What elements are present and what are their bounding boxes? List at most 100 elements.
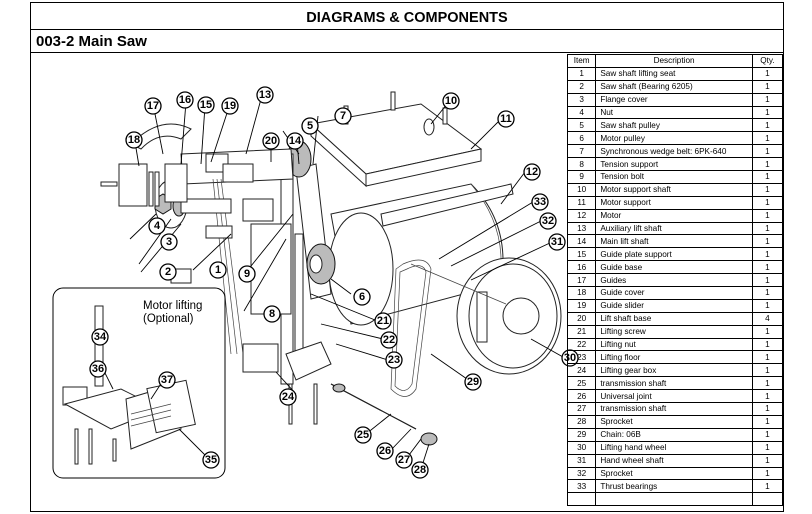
qty-cell: 1 — [751, 324, 784, 339]
callout-1: 1 — [209, 261, 227, 279]
item-cell: 32 — [566, 466, 597, 481]
qty-cell: 1 — [751, 260, 784, 275]
qty-cell: 1 — [751, 350, 784, 365]
svg-text:23: 23 — [388, 354, 400, 366]
item-cell: 31 — [566, 453, 597, 468]
svg-text:31: 31 — [551, 236, 563, 248]
description-cell: Motor pulley — [595, 131, 753, 146]
description-cell: Lifting gear box — [595, 363, 753, 378]
description-cell: Thrust bearings — [595, 479, 753, 494]
callout-8: 8 — [263, 305, 281, 323]
qty-cell: 1 — [751, 208, 784, 223]
item-cell: 24 — [566, 363, 597, 378]
callout-7: 7 — [334, 107, 352, 125]
callout-6: 6 — [353, 288, 371, 306]
qty-cell: 1 — [751, 182, 784, 197]
description-cell: Tension bolt — [595, 170, 753, 184]
description-cell: Lift shaft base — [595, 311, 753, 326]
callout-28: 28 — [411, 461, 429, 479]
description-cell: transmission shaft — [595, 376, 753, 391]
document-frame: DIAGRAMS & COMPONENTS 003-2 Main Saw — [30, 2, 784, 512]
callout-10: 10 — [442, 92, 460, 110]
leader-lines — [98, 98, 564, 470]
callout-20: 20 — [262, 132, 280, 150]
description-cell: Hand wheel shaft — [595, 453, 753, 468]
svg-text:29: 29 — [467, 376, 479, 388]
gearbox-art — [242, 341, 438, 446]
callout-37: 37 — [158, 371, 176, 389]
callout-31: 31 — [548, 233, 566, 251]
item-cell: 6 — [566, 131, 597, 146]
svg-text:6: 6 — [359, 291, 365, 303]
page-title: DIAGRAMS & COMPONENTS — [31, 3, 783, 30]
callout-12: 12 — [523, 163, 541, 181]
callout-15: 15 — [197, 96, 215, 114]
svg-text:9: 9 — [244, 268, 250, 280]
qty-cell: 1 — [751, 466, 784, 481]
hand-wheel-art — [410, 257, 562, 375]
callout-14: 14 — [286, 132, 304, 150]
callout-21: 21 — [374, 312, 392, 330]
qty-cell: 1 — [751, 273, 784, 288]
svg-text:26: 26 — [379, 445, 391, 457]
description-cell: Lifting nut — [595, 337, 753, 352]
description-cell: Sprocket — [595, 414, 753, 429]
item-cell: 18 — [566, 286, 597, 300]
callout-3: 3 — [160, 233, 178, 251]
item-cell: 5 — [566, 118, 597, 133]
item-cell: 23 — [566, 350, 597, 365]
callout-26: 26 — [376, 442, 394, 460]
item-cell: 11 — [566, 195, 597, 210]
callout-19: 19 — [221, 97, 239, 115]
qty-cell: 1 — [751, 389, 784, 404]
qty-cell: 1 — [751, 376, 784, 391]
svg-text:22: 22 — [383, 334, 395, 346]
item-cell: 12 — [566, 208, 597, 223]
description-cell: Guides — [595, 273, 753, 288]
callout-5: 5 — [301, 117, 319, 135]
svg-text:13: 13 — [259, 89, 271, 101]
item-cell: 19 — [566, 298, 597, 313]
svg-text:15: 15 — [200, 99, 212, 111]
qty-cell: 1 — [751, 66, 784, 81]
callout-32: 32 — [539, 212, 557, 230]
description-cell: transmission shaft — [595, 402, 753, 416]
item-cell — [566, 492, 597, 507]
item-cell: 1 — [566, 66, 597, 81]
svg-text:18: 18 — [128, 134, 140, 146]
item-cell: 7 — [566, 144, 597, 159]
description-cell: Universal joint — [595, 389, 753, 404]
item-cell: 10 — [566, 182, 597, 197]
svg-text:21: 21 — [377, 315, 389, 327]
item-cell: 4 — [566, 105, 597, 120]
callout-33: 33 — [531, 193, 549, 211]
callout-11: 11 — [497, 110, 515, 128]
description-cell: Sprocket — [595, 466, 753, 481]
description-cell: Lifting screw — [595, 324, 753, 339]
svg-text:20: 20 — [265, 135, 277, 147]
item-cell: 25 — [566, 376, 597, 391]
svg-text:14: 14 — [289, 135, 302, 147]
qty-cell: 1 — [751, 118, 784, 133]
callout-35: 35 — [202, 451, 220, 469]
item-cell: 21 — [566, 324, 597, 339]
description-cell: Nut — [595, 105, 753, 120]
qty-cell: 1 — [751, 195, 784, 210]
qty-cell: 1 — [751, 105, 784, 120]
svg-text:32: 32 — [542, 215, 554, 227]
